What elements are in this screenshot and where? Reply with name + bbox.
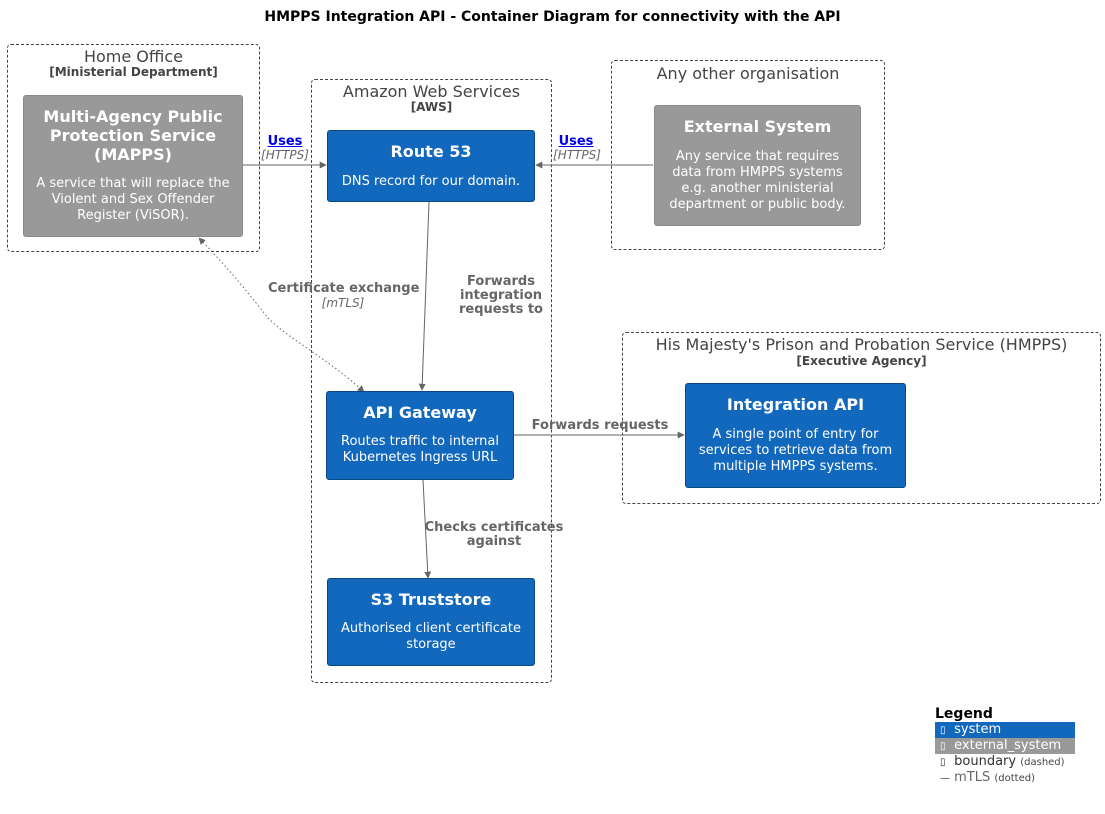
legend-external-label: external_system [954, 738, 1062, 753]
legend: Legend ▯ system ▯ external_system ▯ boun… [935, 706, 1080, 786]
boundary-subtitle: [Executive Agency] [796, 354, 927, 368]
boundary-hmpps: His Majesty's Prison and Probation Servi… [622, 332, 1101, 504]
edge-label-forwards-requests: Forwards requests [531, 418, 669, 433]
edge-label-checks-certificates: Checks certificates against [424, 520, 564, 549]
edge-gateway-to-s3 [422, 479, 432, 579]
edge-label-external-uses[interactable]: Uses [558, 134, 594, 149]
square-icon: ▯ [940, 757, 946, 768]
node-title: S3 Truststore [370, 590, 492, 609]
boundary-subtitle: [Ministerial Department] [49, 65, 218, 79]
edge-tech-mtls: [mTLS] [321, 296, 365, 310]
node-description: Any service that requires data from HMPP… [669, 149, 846, 212]
legend-external-system: ▯ external_system [935, 738, 1075, 754]
node-title: Integration API [726, 395, 865, 414]
boundary-aws: Amazon Web Services [AWS] [311, 79, 552, 683]
boundary-title: Any other organisation [656, 64, 840, 83]
legend-mtls: — mTLS (dotted) [935, 770, 1075, 786]
node-s3-truststore: S3 Truststore Authorised client certific… [327, 578, 535, 666]
node-route53: Route 53 DNS record for our domain. [327, 130, 535, 202]
edge-tech-external-https: [HTTPS] [553, 148, 601, 162]
legend-system-label: system [954, 722, 1002, 737]
legend-mtls-label: mTLS [954, 770, 991, 785]
node-description: DNS record for our domain. [341, 174, 521, 189]
boundary-home-office: Home Office [Ministerial Department] [7, 44, 260, 252]
dash-icon: — [940, 773, 950, 784]
legend-mtls-note: (dotted) [994, 773, 1036, 784]
edge-label-mapps-uses[interactable]: Uses [267, 134, 303, 149]
boundary-other-organisation: Any other organisation [611, 60, 885, 250]
boundary-title: Home Office [83, 47, 184, 66]
legend-title: Legend [935, 706, 993, 722]
legend-boundary-label: boundary [954, 754, 1017, 769]
node-integration-api: Integration API A single point of entry … [685, 383, 906, 488]
node-description: Authorised client certificate storage [341, 621, 521, 652]
legend-boundary-note: (dashed) [1020, 757, 1065, 768]
node-title: Route 53 [390, 142, 472, 161]
square-icon: ▯ [940, 725, 946, 736]
diagram-title: HMPPS Integration API - Container Diagra… [264, 9, 841, 25]
boundary-title: His Majesty's Prison and Probation Servi… [655, 335, 1068, 354]
legend-boundary: ▯ boundary (dashed) [935, 754, 1075, 770]
edge-certificate-exchange [198, 237, 365, 393]
edge-tech-mapps-https: [HTTPS] [261, 148, 309, 162]
node-title: API Gateway [363, 403, 477, 422]
node-api-gateway: API Gateway Routes traffic to internal K… [326, 391, 514, 480]
node-description: A service that will replace the Violent … [36, 176, 230, 223]
edge-route53-to-gateway [418, 201, 430, 391]
node-title: External System [683, 117, 832, 136]
square-icon: ▯ [940, 741, 946, 752]
node-title: Multi-Agency Public Protection Service (… [43, 107, 223, 164]
edge-label-forwards-integration: Forwards integration requests to [459, 274, 543, 317]
node-description: Routes traffic to internal Kubernetes In… [341, 434, 499, 465]
node-description: A single point of entry for services to … [698, 427, 893, 474]
edge-label-certificate-exchange: Certificate exchange [268, 281, 420, 296]
boundary-subtitle: [AWS] [410, 100, 453, 114]
node-mapps: Multi-Agency Public Protection Service (… [23, 95, 243, 237]
boundary-title: Amazon Web Services [342, 82, 521, 101]
node-external-system: External System Any service that require… [654, 105, 861, 226]
legend-system: ▯ system [935, 722, 1075, 738]
